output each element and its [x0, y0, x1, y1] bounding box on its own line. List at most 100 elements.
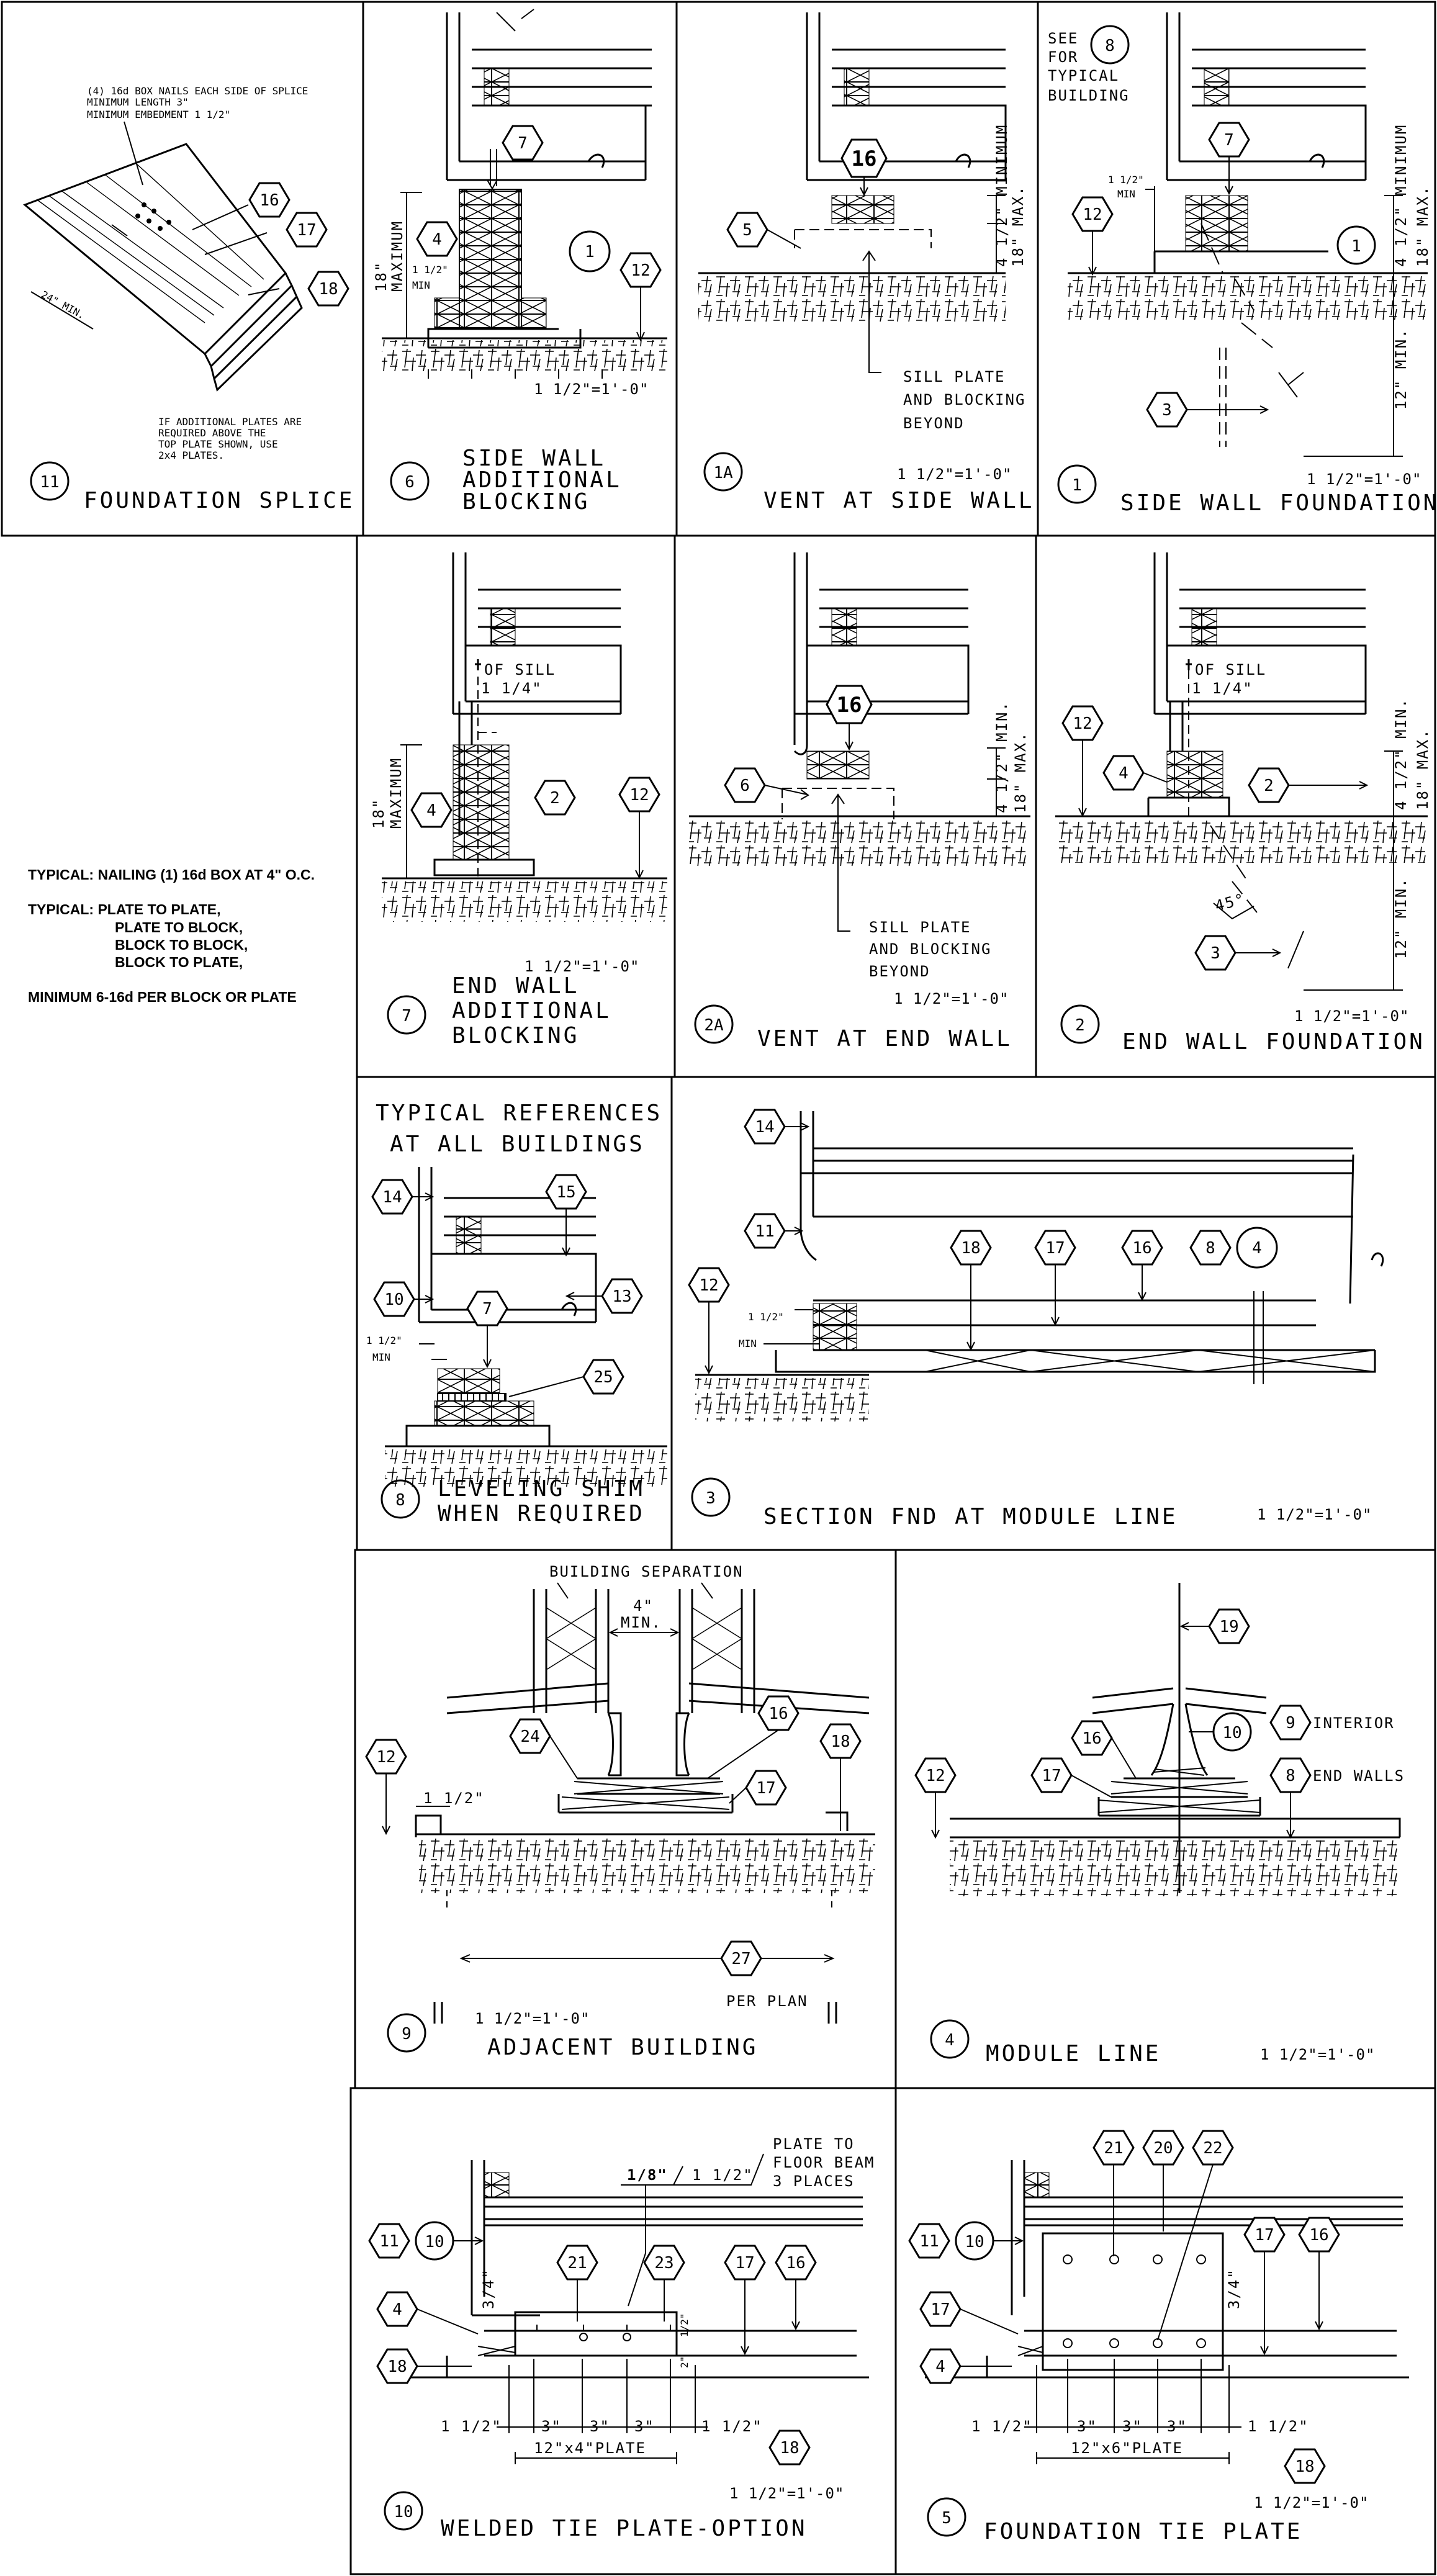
svg-text:SIDE WALL: SIDE WALL	[462, 446, 606, 471]
svg-text:6: 6	[405, 473, 415, 492]
svg-text:14: 14	[382, 1188, 402, 1207]
svg-text:BUILDING: BUILDING	[1048, 87, 1130, 104]
svg-text:VENT AT END WALL: VENT AT END WALL	[757, 1026, 1012, 1052]
svg-text:12: 12	[1083, 205, 1102, 224]
splice-note-1: (4) 16d BOX NAILS EACH SIDE OF SPLICE	[87, 85, 308, 97]
svg-text:1 1/2"=1'-0": 1 1/2"=1'-0"	[1294, 1007, 1409, 1025]
svg-text:8: 8	[1286, 1767, 1295, 1785]
svg-text:PLATE TO: PLATE TO	[773, 2135, 855, 2153]
svg-text:3": 3"	[1167, 2418, 1187, 2435]
svg-text:MAXIMUM: MAXIMUM	[389, 220, 406, 292]
detail-4: 19 16 10 9 INTERIOR 17 8 END WALLS 12 4 …	[914, 1583, 1403, 2066]
svg-text:11: 11	[755, 1222, 774, 1241]
svg-text:REQUIRED ABOVE THE: REQUIRED ABOVE THE	[158, 427, 266, 439]
svg-text:1 1/4": 1 1/4"	[481, 680, 543, 697]
svg-text:1: 1	[585, 243, 595, 261]
svg-text:25: 25	[593, 1368, 613, 1387]
svg-text:1 1/2"=1'-0": 1 1/2"=1'-0"	[897, 466, 1012, 483]
splice-note-2: MINIMUM LENGTH 3"	[87, 96, 189, 108]
svg-text:16: 16	[837, 693, 862, 718]
svg-text:12" MIN.: 12" MIN.	[1392, 328, 1410, 410]
svg-text:MAXIMUM: MAXIMUM	[387, 757, 405, 829]
svg-text:12: 12	[1073, 714, 1092, 733]
svg-text:2A: 2A	[704, 1016, 724, 1035]
svg-text:1/8": 1/8"	[627, 2166, 668, 2184]
svg-text:10: 10	[965, 2233, 984, 2251]
svg-text:SILL PLATE: SILL PLATE	[869, 919, 971, 936]
svg-text:OF SILL: OF SILL	[1195, 661, 1266, 678]
svg-text:WELDED TIE PLATE-OPTION: WELDED TIE PLATE-OPTION	[441, 2516, 808, 2541]
svg-text:18: 18	[318, 280, 338, 299]
svg-text:1 1/2"=1'-0": 1 1/2"=1'-0"	[729, 2485, 844, 2502]
svg-text:16: 16	[786, 2254, 805, 2272]
svg-text:11: 11	[919, 2232, 939, 2251]
svg-text:17: 17	[930, 2300, 950, 2319]
svg-text:7: 7	[402, 1007, 412, 1025]
detail-5: 21 20 22 11 10 17 16 17 4 3/4" 1 1/2" 3"…	[908, 2130, 1409, 2544]
svg-text:18: 18	[961, 1239, 980, 1258]
detail-3: 14 11 12 18 17 16 8 4 1 1/2" MIN 3 SECTI…	[688, 1109, 1384, 1529]
svg-text:OF SILL: OF SILL	[484, 661, 556, 678]
svg-text:8: 8	[395, 1491, 405, 1510]
svg-text:18" MAX.: 18" MAX.	[1414, 185, 1431, 267]
svg-text:16: 16	[852, 146, 877, 171]
detail-9: BUILDING SEPARATION 4" MIN. 24 16 18 12 …	[365, 1563, 875, 2060]
svg-text:3": 3"	[634, 2418, 655, 2435]
svg-text:12: 12	[629, 786, 649, 804]
svg-text:3": 3"	[1077, 2418, 1097, 2435]
svg-text:3: 3	[706, 1489, 716, 1508]
svg-text:11: 11	[379, 2232, 399, 2251]
svg-text:4 1/2" MIN.: 4 1/2" MIN.	[993, 701, 1011, 813]
svg-text:22: 22	[1203, 2139, 1222, 2158]
svg-text:TYPICAL: TYPICAL	[1048, 67, 1119, 84]
svg-text:4 1/2" MIN.: 4 1/2" MIN.	[1392, 698, 1410, 810]
svg-text:3: 3	[1210, 944, 1220, 963]
svg-text:45°: 45°	[1213, 890, 1247, 915]
svg-text:4: 4	[1252, 1239, 1262, 1258]
svg-text:1 1/2"=1'-0": 1 1/2"=1'-0"	[894, 990, 1009, 1007]
svg-text:MIN.: MIN.	[621, 1614, 662, 1631]
svg-text:24: 24	[520, 1727, 539, 1746]
svg-text:5: 5	[742, 221, 752, 240]
svg-text:12"x6"PLATE: 12"x6"PLATE	[1071, 2439, 1183, 2457]
svg-text:1 1/2": 1 1/2"	[971, 2418, 1033, 2435]
svg-text:1 1/2": 1 1/2"	[701, 2418, 763, 2435]
svg-text:4 1/2" MINIMUM: 4 1/2" MINIMUM	[993, 124, 1011, 267]
splice-min-label: 24" MIN.	[39, 289, 87, 322]
svg-text:1 1/2"=1'-0": 1 1/2"=1'-0"	[525, 958, 639, 975]
svg-text:4: 4	[432, 230, 442, 249]
svg-text:BEYOND: BEYOND	[903, 415, 965, 432]
svg-text:21: 21	[1104, 2139, 1123, 2158]
svg-text:17: 17	[735, 2254, 754, 2272]
svg-text:1 1/2"=1'-0": 1 1/2"=1'-0"	[1257, 1506, 1372, 1523]
svg-text:AND BLOCKING: AND BLOCKING	[869, 940, 991, 958]
svg-text:SIDE WALL FOUNDATION: SIDE WALL FOUNDATION	[1120, 490, 1437, 516]
svg-text:2: 2	[1264, 777, 1274, 795]
svg-text:1 1/4": 1 1/4"	[1192, 680, 1253, 697]
svg-text:16: 16	[1082, 1729, 1101, 1748]
svg-text:WHEN REQUIRED: WHEN REQUIRED	[438, 1501, 645, 1526]
svg-text:19: 19	[1219, 1618, 1238, 1636]
svg-text:27: 27	[731, 1950, 750, 1968]
svg-text:MIN: MIN	[372, 1351, 390, 1363]
svg-text:10: 10	[384, 1290, 403, 1309]
svg-text:1 1/2": 1 1/2"	[1108, 174, 1144, 186]
svg-text:3/4": 3/4"	[480, 2268, 497, 2309]
ref-17-hex	[286, 212, 328, 248]
svg-text:7: 7	[1224, 131, 1234, 150]
svg-text:11: 11	[40, 473, 59, 492]
svg-text:TYPICAL REFERENCES: TYPICAL REFERENCES	[376, 1101, 662, 1126]
svg-text:3": 3"	[590, 2418, 610, 2435]
svg-text:3": 3"	[541, 2418, 562, 2435]
svg-text:1 1/2"=1'-0": 1 1/2"=1'-0"	[1260, 2046, 1375, 2063]
svg-text:BLOCK TO BLOCK,: BLOCK TO BLOCK,	[115, 937, 248, 953]
svg-text:12"x4"PLATE: 12"x4"PLATE	[534, 2439, 646, 2457]
svg-text:MIN: MIN	[739, 1338, 757, 1349]
svg-text:4": 4"	[633, 1597, 654, 1615]
svg-text:SEE: SEE	[1048, 30, 1078, 47]
svg-text:1 1/2"=1'-0": 1 1/2"=1'-0"	[475, 2010, 590, 2027]
svg-text:7: 7	[518, 134, 528, 153]
svg-text:FOR: FOR	[1048, 48, 1078, 66]
detail-1a: 16 5 SILL PLATE AND BLOCKING BEYOND 4 1/…	[698, 12, 1032, 513]
